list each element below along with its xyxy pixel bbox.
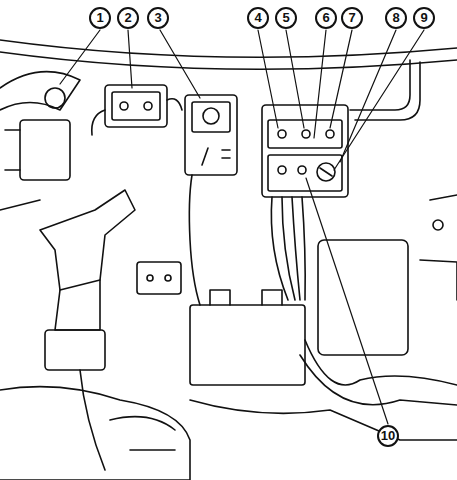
callout-number: 2 <box>117 7 139 29</box>
wall-bracket <box>420 195 457 300</box>
knob <box>147 275 153 281</box>
knob <box>298 166 306 174</box>
handwheel <box>0 72 80 110</box>
callout-number: 7 <box>341 7 363 29</box>
knob <box>120 102 128 110</box>
cable <box>271 197 305 300</box>
electrical-box <box>318 240 408 355</box>
junction-box <box>112 92 160 120</box>
leader-line <box>340 30 396 162</box>
junction-box <box>105 85 167 127</box>
handwheel-hub <box>45 88 65 108</box>
machinery <box>110 417 175 450</box>
knob <box>302 130 310 138</box>
hull-roof <box>0 52 457 69</box>
knob <box>278 130 286 138</box>
floor <box>190 400 457 440</box>
knob <box>326 130 334 138</box>
small-box <box>137 262 181 294</box>
callout-number: 9 <box>413 7 435 29</box>
switch <box>202 148 230 165</box>
callout-number: 5 <box>275 7 297 29</box>
sight-mount <box>0 130 40 210</box>
callout-number: 3 <box>147 7 169 29</box>
knob <box>144 102 152 110</box>
leader-line <box>60 30 424 424</box>
mount-base <box>45 330 105 370</box>
leader-line <box>258 30 278 128</box>
rotary-switch <box>317 163 335 181</box>
mount-arm <box>55 280 100 330</box>
leader-line <box>306 178 388 424</box>
callout-number: 10 <box>377 425 399 447</box>
machinery <box>0 387 190 480</box>
control-box <box>192 102 230 132</box>
callout-number: 4 <box>247 7 269 29</box>
knob <box>165 275 171 281</box>
junction-box <box>190 305 305 385</box>
cable <box>189 175 200 305</box>
leader-line <box>330 30 352 128</box>
callout-number: 6 <box>315 7 337 29</box>
hose <box>80 370 105 470</box>
leader-line <box>160 30 200 98</box>
control-box <box>185 95 237 175</box>
cable <box>92 99 182 135</box>
control-panel <box>262 105 348 197</box>
bracket <box>210 290 282 305</box>
callout-number: 8 <box>385 7 407 29</box>
leader-line <box>334 30 424 170</box>
leader-line <box>60 30 100 84</box>
leader-line <box>314 30 326 138</box>
mount-arm <box>40 190 135 290</box>
leader-line <box>286 30 304 128</box>
callout-number: 1 <box>89 7 111 29</box>
knob <box>278 166 286 174</box>
rotary-switch <box>320 168 332 176</box>
sight-mount <box>20 120 70 180</box>
leader-line <box>128 30 132 88</box>
meter <box>203 108 219 124</box>
lower-panel <box>268 155 342 191</box>
fitting <box>433 220 443 230</box>
